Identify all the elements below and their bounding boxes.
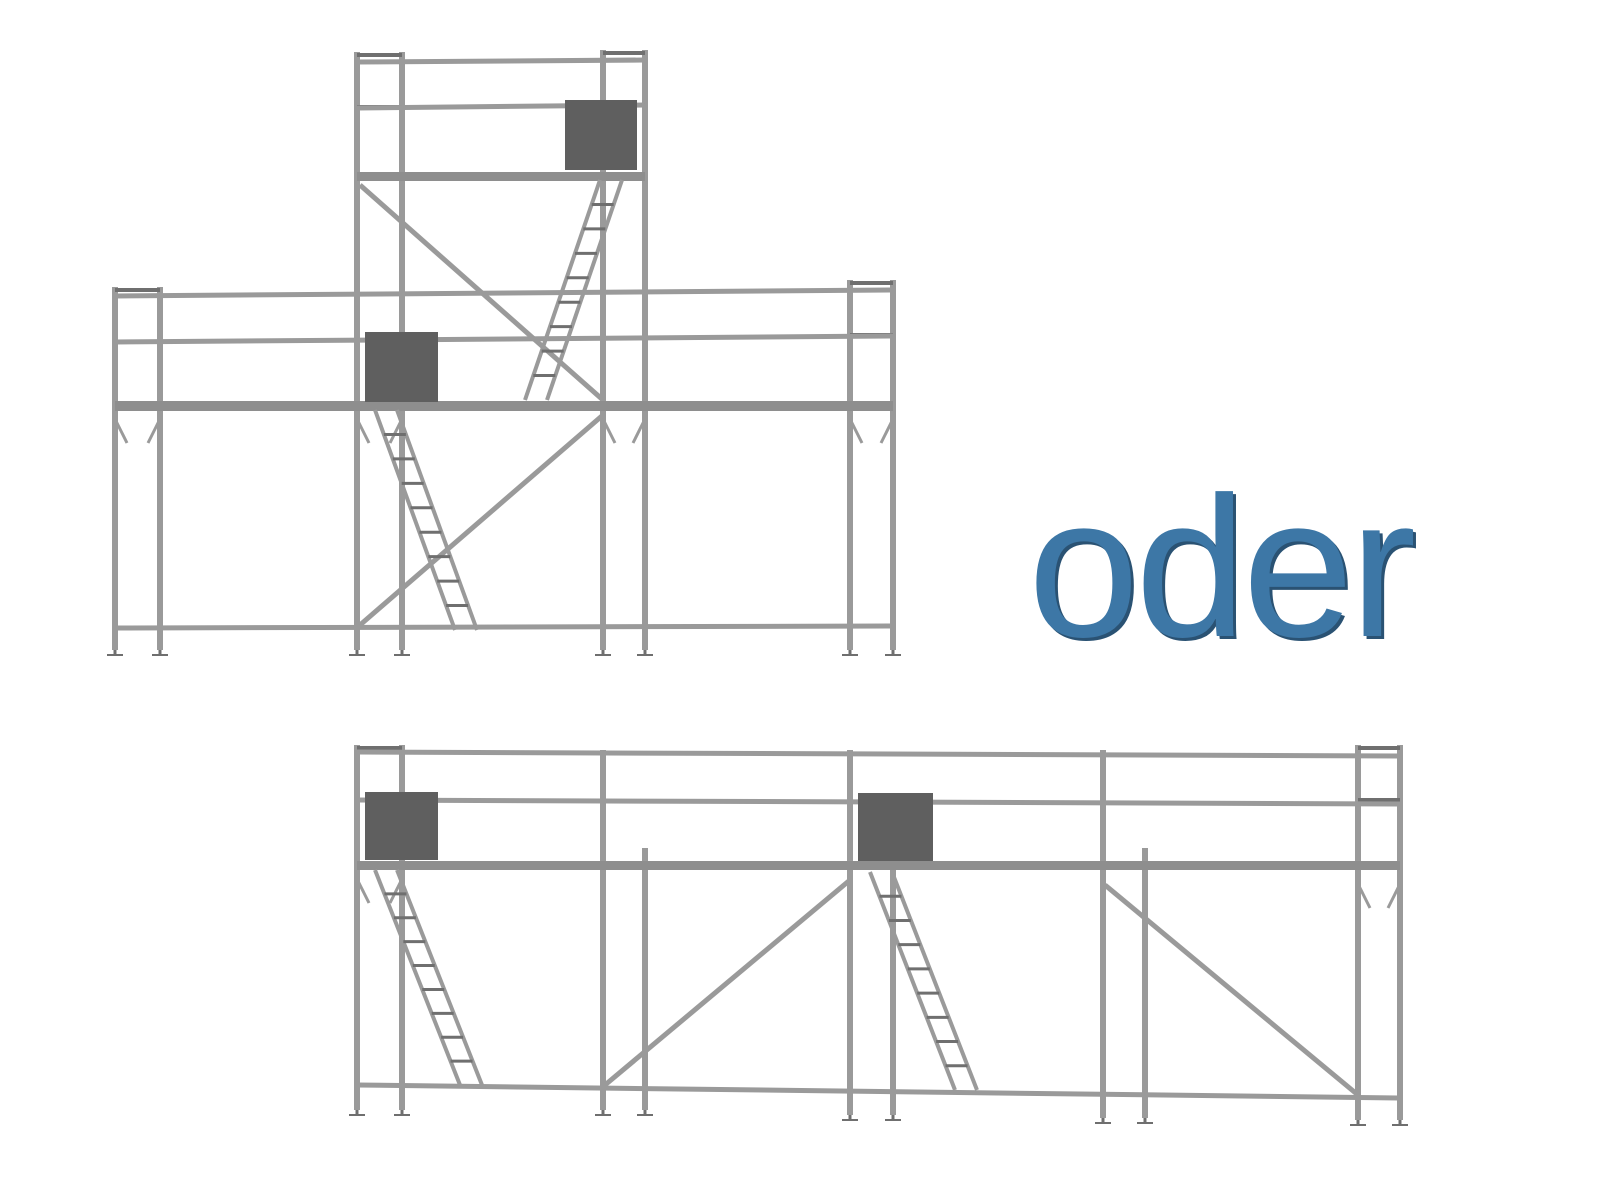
ledger [356, 1082, 1401, 1101]
knee-brace [601, 418, 617, 444]
material-box [565, 100, 637, 170]
ladder-rail [373, 869, 462, 1086]
knee-brace [146, 418, 162, 444]
guard-rail [114, 287, 894, 299]
guard-rail [356, 749, 1401, 759]
guard-rail [114, 333, 894, 345]
ladder [868, 871, 979, 1091]
material-box [365, 792, 438, 860]
material-box [858, 793, 933, 861]
ladder-rail [395, 869, 484, 1086]
ladder-rail [523, 179, 602, 401]
ladder-rail [373, 409, 457, 631]
ladder-rail [395, 409, 479, 631]
knee-brace [1356, 883, 1372, 909]
scaffold-long [349, 745, 1408, 1126]
knee-brace [1386, 883, 1402, 909]
ledger [114, 623, 894, 631]
knee-brace [631, 418, 647, 444]
knee-brace [355, 878, 371, 904]
ladder-rail [890, 871, 979, 1091]
knee-brace [848, 418, 864, 444]
ladder-rail [868, 871, 957, 1091]
knee-brace [355, 418, 371, 444]
ladder [373, 409, 479, 631]
ladder [373, 869, 484, 1086]
caption-oder: oder [1028, 456, 1416, 679]
platform-deck [115, 401, 893, 411]
diagonal-brace [603, 878, 852, 1087]
knee-brace [879, 418, 895, 444]
material-box [365, 332, 438, 402]
scaffold-two-level [107, 50, 901, 656]
platform-deck [357, 861, 1400, 870]
platform-deck [357, 172, 645, 181]
scaffold-frame [1350, 745, 1408, 1126]
guard-rail [356, 57, 646, 65]
diagonal-brace [1103, 883, 1360, 1097]
diagonal-brace [358, 413, 605, 627]
knee-brace [113, 418, 129, 444]
scaffold-frame [107, 287, 168, 656]
